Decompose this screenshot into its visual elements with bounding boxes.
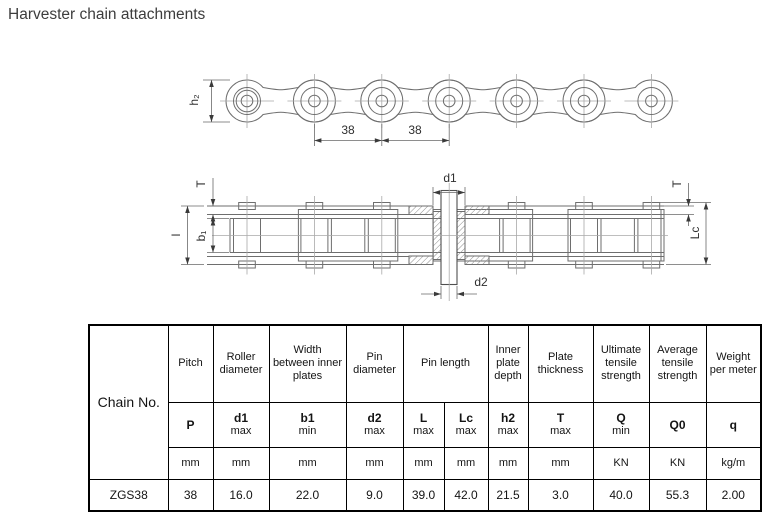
symbol-label: h2 bbox=[500, 411, 515, 425]
table-header-group: Pitch bbox=[167, 324, 214, 403]
symbol-label: Lc bbox=[458, 411, 473, 425]
table-data-cell: 39.0 bbox=[402, 478, 445, 512]
dim-label-pitch-1: 38 bbox=[341, 123, 355, 137]
dim-label-T-right: T bbox=[670, 180, 684, 188]
symbol-label: T bbox=[556, 411, 565, 425]
symbol-label: Q bbox=[616, 411, 626, 425]
dim-label-T-left: T bbox=[194, 180, 208, 188]
symbol-qualifier: min bbox=[612, 425, 630, 437]
symbol-qualifier: max bbox=[364, 425, 385, 437]
table-header-group: Plate thickness bbox=[527, 324, 594, 403]
table-unit-cell: KN bbox=[648, 446, 707, 480]
dim-label-d1: d1 bbox=[443, 171, 457, 185]
table-unit-cell: mm bbox=[443, 446, 489, 480]
center-lines bbox=[212, 183, 668, 301]
table-data-cell: 40.0 bbox=[592, 478, 650, 512]
dim-label-pitch-2: 38 bbox=[408, 123, 422, 137]
table-unit-cell: kg/m bbox=[705, 446, 762, 480]
table-data-cell: 3.0 bbox=[527, 478, 594, 512]
table-symbol-cell: P bbox=[167, 401, 214, 448]
symbol-qualifier: max bbox=[230, 425, 252, 437]
chain-technical-drawing bbox=[181, 74, 711, 301]
symbol-label: b1 bbox=[300, 411, 315, 425]
table-header-group: Inner plate depth bbox=[487, 324, 529, 403]
table-data-cell: 22.0 bbox=[268, 478, 347, 512]
symbol-label: q bbox=[729, 417, 737, 432]
table-header-group: Roller diameter bbox=[212, 324, 270, 403]
table-header-group: Average tensile strength bbox=[648, 324, 707, 403]
table-unit-cell: mm bbox=[268, 446, 347, 480]
symbol-qualifier: max bbox=[497, 425, 519, 437]
table-header-group: Width between inner plates bbox=[268, 324, 347, 403]
table-data-cell: 9.0 bbox=[345, 478, 404, 512]
symbol-label: d2 bbox=[367, 411, 382, 425]
symbol-qualifier: min bbox=[298, 425, 317, 437]
table-data-cell: 38 bbox=[167, 478, 214, 512]
table-unit-cell: mm bbox=[402, 446, 445, 480]
symbol-label: P bbox=[186, 417, 195, 432]
table-data-cell: 55.3 bbox=[648, 478, 707, 512]
table-header-group: Ultimate tensile strength bbox=[592, 324, 650, 403]
table-unit-cell: mm bbox=[167, 446, 214, 480]
table-unit-cell: mm bbox=[345, 446, 404, 480]
dim-label-l: l bbox=[169, 233, 183, 237]
chain-no-header: Chain No. bbox=[88, 324, 169, 480]
table-unit-cell: mm bbox=[487, 446, 529, 480]
dim-label-b1: b₁ bbox=[194, 230, 208, 242]
table-symbol-cell: Q0 bbox=[648, 401, 707, 448]
symbol-qualifier: max bbox=[413, 425, 434, 437]
symbol-qualifier: max bbox=[550, 425, 571, 437]
symbol-label: Q0 bbox=[669, 417, 686, 432]
table-header-group: Pin length bbox=[402, 324, 489, 403]
table-unit-cell: mm bbox=[527, 446, 594, 480]
table-unit-cell: KN bbox=[592, 446, 650, 480]
plan-view-link-plates bbox=[225, 79, 673, 123]
table-header-group: Weight per meter bbox=[705, 324, 762, 403]
chain-no-cell: ZGS38 bbox=[88, 478, 169, 512]
table-data-cell: 21.5 bbox=[487, 478, 529, 512]
dim-label-d2: d2 bbox=[474, 275, 488, 289]
symbol-label: d1 bbox=[233, 411, 248, 425]
table-data-cell: 42.0 bbox=[443, 478, 489, 512]
table-unit-cell: mm bbox=[212, 446, 270, 480]
page-title: Harvester chain attachments bbox=[8, 6, 206, 23]
table-data-cell: 16.0 bbox=[212, 478, 270, 512]
plan-view-joints bbox=[220, 74, 679, 128]
dim-label-Lc: Lc bbox=[688, 226, 702, 240]
table-header-group: Pin diameter bbox=[345, 324, 404, 403]
table-data-cell: 2.00 bbox=[705, 478, 762, 512]
dimension-arrowheads bbox=[185, 80, 709, 297]
symbol-qualifier: max bbox=[455, 425, 477, 437]
symbol-label: L bbox=[419, 411, 428, 425]
dim-label-h2: h₂ bbox=[187, 94, 201, 106]
table-symbol-cell: q bbox=[705, 401, 762, 448]
